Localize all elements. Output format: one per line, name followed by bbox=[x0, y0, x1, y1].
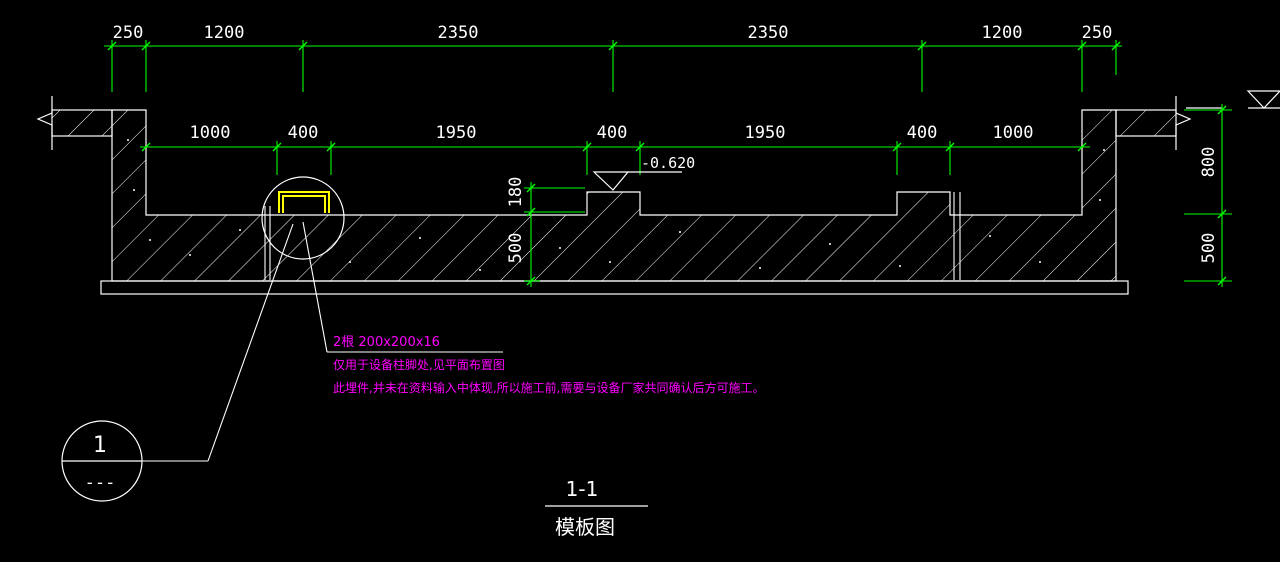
detail-circle bbox=[261, 176, 345, 260]
elevation-marker: -0.620 bbox=[592, 154, 695, 191]
dim-text: 2350 bbox=[748, 23, 789, 43]
embed-spec-text: 2根 200x200x16 bbox=[333, 335, 440, 350]
wall-lower-text: 500 bbox=[1199, 233, 1219, 264]
embed-note-1: 仅用于设备柱脚处,见平面布置图 bbox=[333, 357, 505, 372]
dim-text: 1000 bbox=[993, 123, 1034, 143]
dim-text: 1200 bbox=[982, 23, 1023, 43]
dim-text: 1950 bbox=[436, 123, 477, 143]
elevation-text: -0.620 bbox=[641, 154, 695, 172]
wall-upper-text: 800 bbox=[1199, 147, 1219, 178]
soil-left bbox=[36, 96, 113, 150]
detail-index-marker: 1 --- bbox=[61, 420, 143, 502]
detail-sheet: --- bbox=[85, 473, 116, 493]
aggregate-dots bbox=[127, 139, 1105, 271]
dim-text: 250 bbox=[113, 23, 144, 43]
dimension-ticks bbox=[107, 41, 1227, 286]
slab-depth-text: 500 bbox=[506, 233, 526, 264]
dim-text: 400 bbox=[597, 123, 628, 143]
concrete-section bbox=[111, 109, 1117, 282]
callout: 2根 200x200x16 仅用于设备柱脚处,见平面布置图 此埋件,并未在资料输… bbox=[142, 221, 764, 462]
dim-text: 400 bbox=[907, 123, 938, 143]
dim-text: 1950 bbox=[745, 123, 786, 143]
curb-height-text: 180 bbox=[506, 177, 526, 208]
top-dimensions: 250 1200 2350 2350 1200 250 bbox=[113, 23, 1113, 43]
embed-channel bbox=[278, 191, 330, 213]
section-name: 模板图 bbox=[555, 515, 615, 539]
dim-text: 1200 bbox=[204, 23, 245, 43]
embed-note-2: 此埋件,并未在资料输入中体现,所以施工前,需要与设备厂家共同确认后方可施工。 bbox=[333, 380, 764, 395]
dim-text: 400 bbox=[288, 123, 319, 143]
dim-text: 1000 bbox=[190, 123, 231, 143]
base-cushion bbox=[100, 280, 1129, 295]
section-label: 1-1 bbox=[566, 477, 599, 501]
dim-text: 2350 bbox=[438, 23, 479, 43]
detail-number: 1 bbox=[93, 433, 107, 458]
dim-text: 250 bbox=[1082, 23, 1113, 43]
section-title: 1-1 模板图 bbox=[545, 477, 648, 539]
soil-right bbox=[1115, 90, 1280, 150]
vertical-dimensions: 180 500 800 500 bbox=[506, 147, 1219, 264]
inner-dimensions: 1000 400 1950 400 1950 400 1000 bbox=[190, 123, 1034, 143]
